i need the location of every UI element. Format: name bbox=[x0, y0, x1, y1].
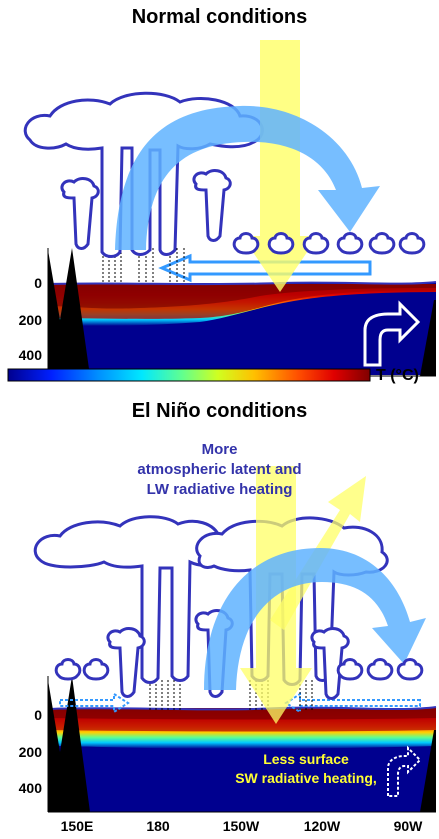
longitude-tick-180: 180 bbox=[146, 818, 170, 834]
normal-surface-flow-arrow bbox=[158, 253, 372, 283]
annotation-atmos-line-3: LW radiative heating bbox=[146, 481, 293, 498]
annotation-surface-heating: Less surface SW radiative heating, bbox=[206, 750, 406, 788]
el-nino-land-east bbox=[420, 730, 436, 812]
el-nino-surface-flow-east bbox=[284, 692, 421, 714]
normal-sunlight-arrow bbox=[242, 40, 318, 292]
el-nino-land-west bbox=[48, 676, 90, 812]
el-nino-small-clouds bbox=[54, 658, 424, 681]
el-nino-surface-flow-west bbox=[59, 692, 130, 714]
depth-tick-0-normal: 0 bbox=[34, 275, 42, 291]
depth-tick-0-el-nino: 0 bbox=[34, 707, 42, 723]
el-nino-conditions-title: El Niño conditions bbox=[131, 400, 308, 422]
longitude-tick-90w: 90W bbox=[393, 818, 423, 834]
longitude-tick-150e: 150E bbox=[60, 818, 94, 834]
annotation-atmos-line-2: atmospheric latent and bbox=[137, 461, 302, 478]
weak-upwelling-arrow bbox=[387, 745, 422, 797]
depth-tick-200-el-nino: 200 bbox=[18, 744, 42, 760]
temperature-colorbar bbox=[7, 368, 371, 382]
longitude-tick-150w: 150W bbox=[222, 818, 260, 834]
normal-walker-circulation-arrow bbox=[115, 105, 380, 251]
annotation-atmospheric-heating: More atmospheric latent and LW radiative… bbox=[0, 440, 439, 500]
longitude-tick-120w: 120W bbox=[303, 818, 341, 834]
depth-tick-400-el-nino: 400 bbox=[18, 780, 42, 796]
depth-tick-200-normal: 200 bbox=[18, 312, 42, 328]
annotation-surface-line-2: SW radiative heating, bbox=[235, 770, 377, 786]
colorbar-label: T (°C) bbox=[376, 367, 419, 384]
depth-tick-400-normal: 400 bbox=[18, 347, 42, 363]
normal-land-east bbox=[420, 300, 436, 376]
el-nino-walker-circulation-arrow bbox=[204, 548, 426, 690]
normal-conditions-title: Normal conditions bbox=[131, 6, 308, 28]
normal-panel bbox=[23, 40, 437, 377]
upwelling-arrow bbox=[363, 300, 421, 367]
el-nino-panel bbox=[33, 466, 437, 813]
annotation-atmos-line-1: More bbox=[201, 441, 238, 458]
normal-land-west bbox=[48, 248, 90, 376]
annotation-surface-line-1: Less surface bbox=[263, 751, 349, 767]
